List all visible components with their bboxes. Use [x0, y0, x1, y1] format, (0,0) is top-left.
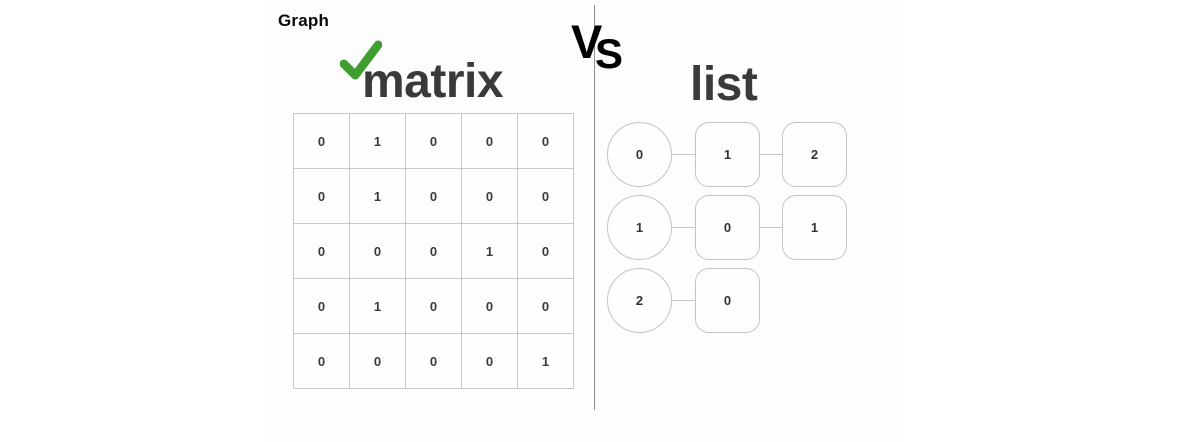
matrix-cell: 0 — [462, 279, 518, 334]
matrix-cell: 0 — [406, 169, 462, 224]
matrix-cell: 0 — [518, 114, 574, 169]
matrix-cell: 1 — [350, 114, 406, 169]
node-circle: 0 — [607, 122, 672, 187]
matrix-cell: 0 — [462, 114, 518, 169]
matrix-cell: 0 — [406, 114, 462, 169]
node-circle: 1 — [607, 195, 672, 260]
connector-line — [760, 227, 782, 228]
matrix-cell: 0 — [294, 114, 350, 169]
vertical-divider — [594, 5, 595, 410]
connector-line — [760, 154, 782, 155]
vs-letter-v: V — [571, 15, 603, 68]
node-circle: 2 — [607, 268, 672, 333]
matrix-cell: 0 — [350, 224, 406, 279]
matrix-cell: 0 — [406, 334, 462, 389]
neighbor-box: 1 — [695, 122, 760, 187]
matrix-cell: 0 — [294, 334, 350, 389]
matrix-heading: matrix — [362, 55, 504, 108]
list-heading: list — [690, 58, 758, 111]
matrix-cell: 1 — [462, 224, 518, 279]
matrix-cell: 0 — [462, 334, 518, 389]
matrix-cell: 1 — [518, 334, 574, 389]
matrix-cell: 0 — [518, 279, 574, 334]
matrix-cell: 1 — [350, 279, 406, 334]
page-title: Graph — [278, 11, 330, 30]
neighbor-box: 0 — [695, 268, 760, 333]
vs-letter-s: S — [595, 30, 624, 77]
matrix-cell: 0 — [518, 169, 574, 224]
matrix-cell: 0 — [350, 334, 406, 389]
connector-line — [672, 154, 695, 155]
matrix-cell: 0 — [294, 279, 350, 334]
matrix-cell: 0 — [294, 169, 350, 224]
matrix-cell: 0 — [406, 224, 462, 279]
matrix-cell: 0 — [518, 224, 574, 279]
matrix-cell: 1 — [350, 169, 406, 224]
matrix-cell: 0 — [462, 169, 518, 224]
neighbor-box: 1 — [782, 195, 847, 260]
matrix-cell: 0 — [406, 279, 462, 334]
checkmark-icon — [340, 40, 382, 80]
matrix-cell: 0 — [294, 224, 350, 279]
neighbor-box: 2 — [782, 122, 847, 187]
connector-line — [672, 227, 695, 228]
neighbor-box: 0 — [695, 195, 760, 260]
connector-line — [672, 300, 695, 301]
